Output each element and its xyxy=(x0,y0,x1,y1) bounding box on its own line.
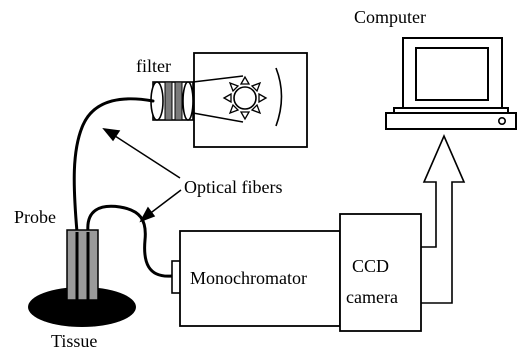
ccd-label-line2: camera xyxy=(346,287,398,307)
sun-icon xyxy=(222,75,268,121)
tissue xyxy=(28,287,136,327)
optical-fibers-label: Optical fibers xyxy=(184,177,282,197)
filter-assembly xyxy=(150,81,194,121)
tissue-label: Tissue xyxy=(51,331,97,351)
monochromator-label: Monochromator xyxy=(190,268,307,288)
filter-label: filter xyxy=(136,56,171,76)
data-arrow xyxy=(421,133,466,304)
computer-icon xyxy=(385,37,517,130)
probe xyxy=(66,229,99,301)
ccd-label-line1: CCD xyxy=(352,256,389,276)
ccd-camera xyxy=(339,213,422,332)
monochromator xyxy=(171,230,341,327)
pointer-arrows xyxy=(102,128,182,223)
optical-fibers xyxy=(72,97,174,278)
probe-label: Probe xyxy=(14,207,56,227)
computer-label: Computer xyxy=(354,7,426,27)
